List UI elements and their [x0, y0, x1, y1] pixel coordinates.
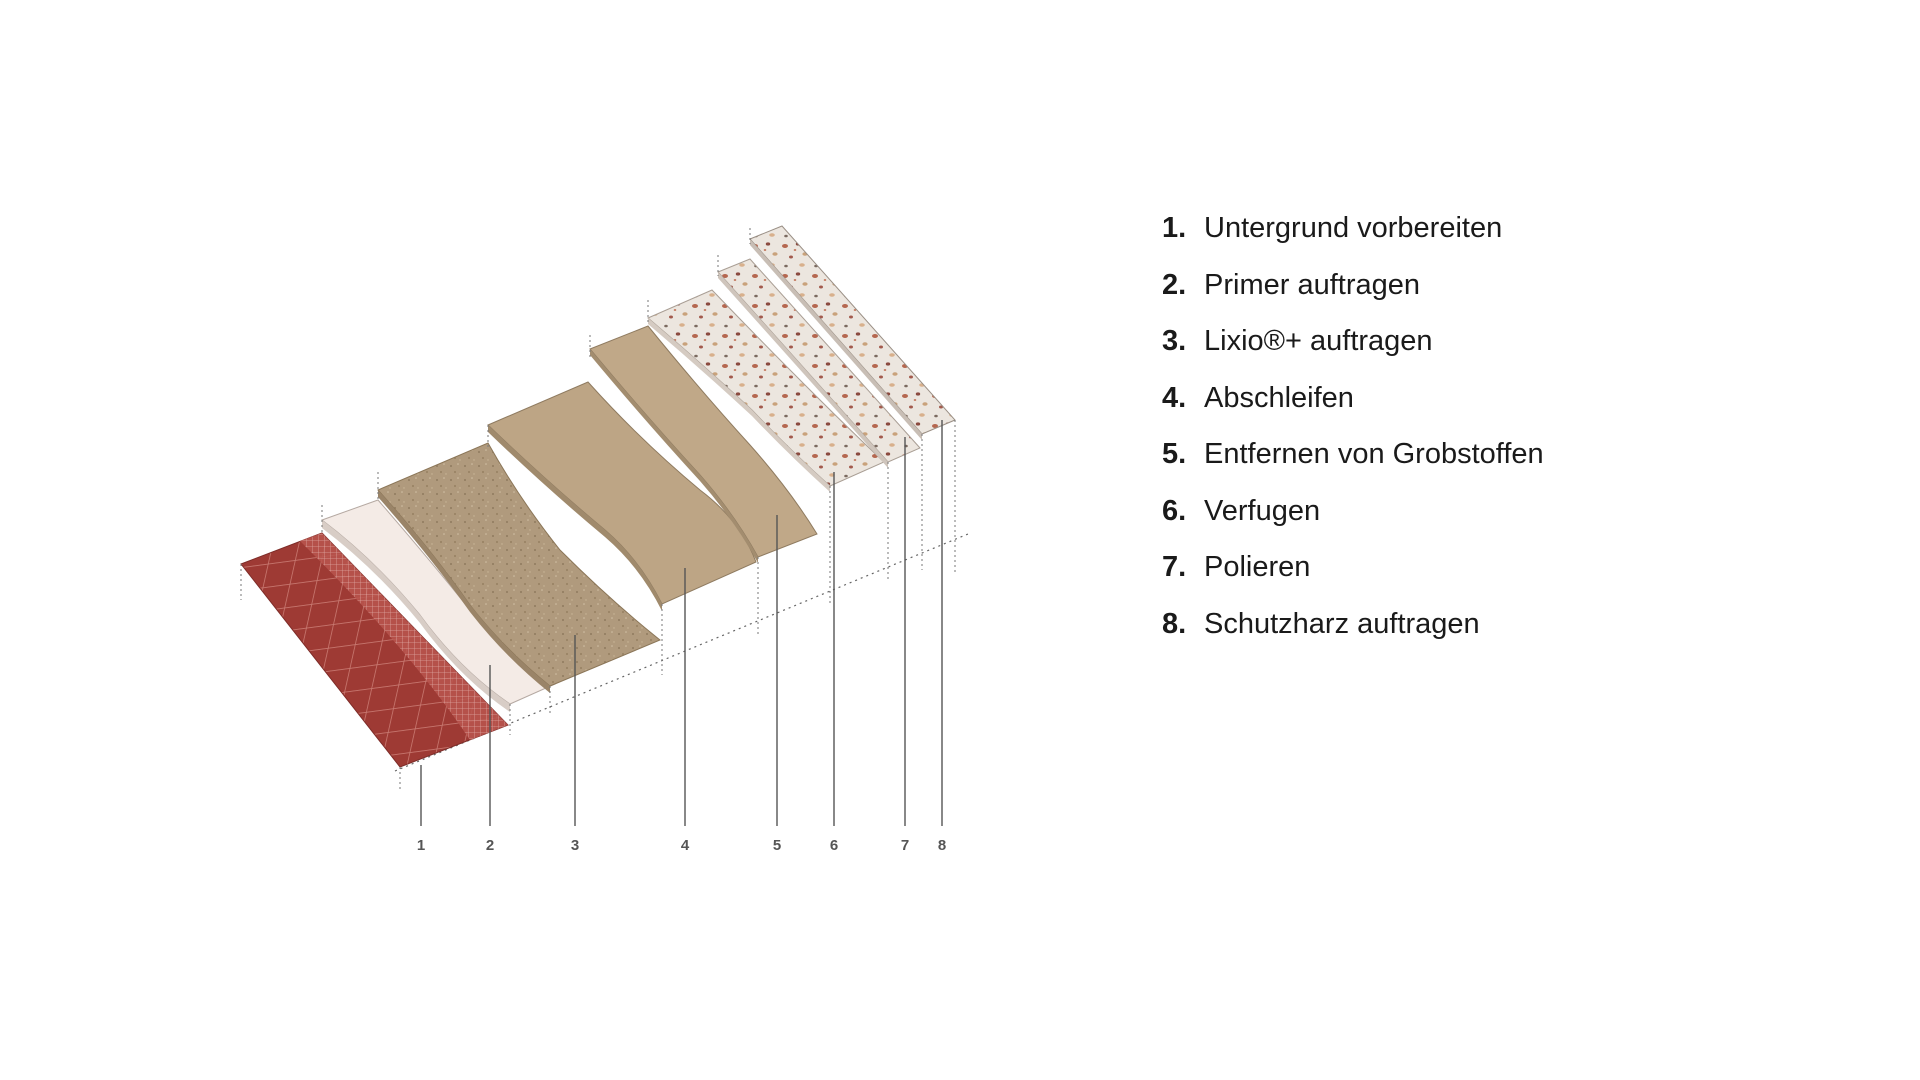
layer-primer-edge	[322, 520, 510, 712]
layer-sanded	[487, 381, 757, 605]
step-number: 7.	[1162, 551, 1187, 583]
leader-number-4: 4	[681, 837, 690, 854]
step-label: Verfugen	[1204, 494, 1321, 527]
layer-coarse-removal	[589, 325, 818, 558]
step-label: Schutzharz auftragen	[1204, 607, 1480, 640]
leader-number-5: 5	[773, 837, 781, 854]
step-item-2: 2. Primer auftragen	[1162, 269, 1544, 326]
layer-lixio-edge	[378, 490, 550, 693]
leader-number-7: 7	[901, 837, 909, 854]
step-number: 6.	[1162, 494, 1187, 527]
step-item-7: 7. Polieren	[1162, 551, 1544, 608]
leader-number-6: 6	[830, 837, 838, 854]
layer-polishing-edge	[718, 272, 888, 468]
leader-number-1: 1	[417, 837, 425, 854]
layer-grouting-edge	[648, 318, 830, 492]
guide-ticks	[240, 228, 956, 790]
step-number: 1.	[1162, 212, 1187, 244]
layer-resin-edge	[750, 239, 922, 440]
step-label: Abschleifen	[1204, 381, 1354, 414]
step-item-6: 6. Verfugen	[1162, 495, 1544, 552]
step-item-3: 3. Lixio®+ auftragen	[1162, 325, 1544, 382]
leader-number-8: 8	[938, 837, 946, 854]
step-number: 2.	[1162, 268, 1187, 301]
step-item-5: 5. Entfernen von Grobstoffen	[1162, 438, 1544, 495]
step-label: Lixio®+ auftragen	[1204, 325, 1433, 357]
step-item-8: 8. Schutzharz auftragen	[1162, 608, 1544, 665]
step-list: 1. Untergrund vorbereiten 2. Primer auft…	[1162, 212, 1544, 664]
leader-number-2: 2	[486, 837, 494, 854]
step-number: 3.	[1162, 325, 1187, 357]
leader-lines	[420, 420, 943, 826]
step-label: Primer auftragen	[1204, 268, 1420, 301]
step-number: 8.	[1162, 607, 1187, 640]
layer-coarse-edge	[590, 349, 758, 563]
leader-number-3: 3	[571, 837, 579, 854]
step-label: Entfernen von Grobstoffen	[1204, 438, 1544, 470]
step-number: 4.	[1162, 381, 1187, 414]
layer-sanded-edge	[488, 425, 662, 611]
step-item-1: 1. Untergrund vorbereiten	[1162, 212, 1544, 269]
step-label: Untergrund vorbereiten	[1204, 212, 1503, 244]
step-number: 5.	[1162, 438, 1187, 470]
step-label: Polieren	[1204, 551, 1311, 583]
layer-mesh-overlay	[300, 533, 508, 740]
leader-numbers: 1 2 3 4 5 6 7 8	[417, 837, 946, 854]
step-item-4: 4. Abschleifen	[1162, 382, 1544, 439]
